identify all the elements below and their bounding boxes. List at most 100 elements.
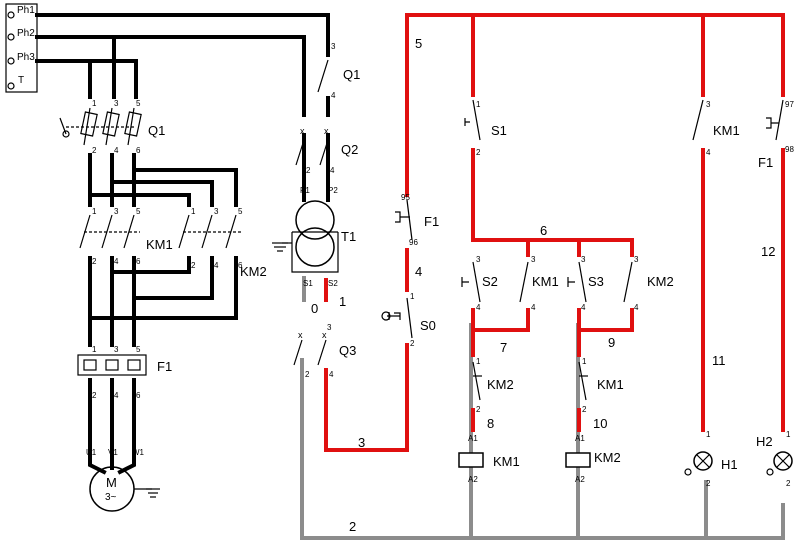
q1-pin-2: 2 [92, 146, 97, 155]
s3-label: S3 [588, 274, 604, 289]
km2-coil: A1 A2 KM2 [565, 434, 621, 484]
km2-coil-a1: A1 [575, 434, 585, 443]
control-switch-q1: 3 4 Q1 [317, 42, 360, 100]
motor: U1 V1 W1 M 3~ [86, 448, 160, 512]
km1-pin-1: 1 [92, 207, 97, 216]
q1c-pin-4: 4 [331, 91, 336, 100]
km1-pin-2: 2 [92, 257, 97, 266]
h1-pin-1: 1 [706, 430, 711, 439]
control-q3-label: Q3 [339, 343, 356, 358]
km2-holding-label: KM2 [647, 274, 674, 289]
terminal-w1: W1 [132, 448, 145, 457]
q1c-pin-3: 3 [331, 42, 336, 51]
km2-pin-1: 1 [191, 207, 196, 216]
svg-text:x: x [300, 126, 305, 136]
km2-pin-3: 3 [214, 207, 219, 216]
km2i-pin-1: 1 [476, 357, 481, 366]
svg-text:x: x [298, 330, 303, 340]
s0-pin-1: 1 [410, 292, 415, 301]
km2-pin-6: 6 [238, 261, 243, 270]
km1-coil-a1: A1 [468, 434, 478, 443]
km1-power-contacts: 1 3 5 2 4 6 KM1 [79, 207, 173, 266]
s0-stop-button: 1 2 S0 [381, 292, 436, 422]
km2-power-label: KM2 [240, 264, 267, 279]
t1-p1: P1 [300, 186, 310, 195]
q2-pin-2: 2 [306, 166, 311, 175]
s3-button: 3 4 S3 [567, 255, 604, 312]
ph1-label: Ph1 [17, 5, 35, 16]
km2-interlock-contact: 1 2 KM2 [472, 357, 514, 414]
s3-pin-3: 3 [581, 255, 586, 264]
q3-pin-4: 4 [329, 370, 334, 379]
lamp-h2: 1 2 H2 [756, 430, 793, 488]
supply-terminal-block: Ph1 Ph2 Ph3 T [5, 3, 38, 93]
wire-number-10: 10 [593, 416, 607, 431]
f1-control-contact: 95 96 F1 [395, 193, 439, 247]
km1-pin-3: 3 [114, 207, 119, 216]
km1-interlock-contact: 1 2 KM1 [578, 357, 624, 414]
km1-holding-label: KM1 [532, 274, 559, 289]
f1-pin-2: 2 [92, 391, 97, 400]
s2-pin-3: 3 [476, 255, 481, 264]
km2-interlock-label: KM2 [487, 377, 514, 392]
svg-text:x: x [324, 126, 329, 136]
s3-pin-4: 4 [581, 303, 586, 312]
s2-button: 3 4 S2 [461, 255, 498, 312]
km1l-pin-3: 3 [706, 100, 711, 109]
km2-pin-2: 2 [191, 261, 196, 270]
s2-label: S2 [482, 274, 498, 289]
q3-pin-3: 3 [327, 323, 332, 332]
wire-number-5: 5 [415, 36, 422, 51]
f1-pin-6: 6 [136, 391, 141, 400]
terminal-u1: U1 [86, 448, 97, 457]
control-switch-q3: x x 3 2 4 Q3 [293, 323, 356, 379]
wire-number-6: 6 [540, 223, 547, 238]
km1-lamp-contact-label: KM1 [713, 123, 740, 138]
s1-button: 1 2 S1 [464, 99, 507, 157]
f1-pin-1: 1 [92, 345, 97, 354]
h1-label: H1 [721, 457, 738, 472]
q1-pin-4: 4 [114, 146, 119, 155]
wire-number-3: 3 [358, 435, 365, 450]
f1-pin-5: 5 [136, 345, 141, 354]
f1-pin-3: 3 [114, 345, 119, 354]
s1-label: S1 [491, 123, 507, 138]
wire-number-11: 11 [712, 353, 726, 368]
wire-number-0: 0 [311, 301, 318, 316]
main-switch-q1: 1 3 5 2 4 6 Q1 [59, 99, 165, 155]
lamp-h1: 1 2 H1 [684, 430, 738, 488]
h2-pin-1: 1 [786, 430, 791, 439]
control-supply-wiring [300, 38, 785, 540]
km1-pin-5: 5 [136, 207, 141, 216]
wire-number-1: 1 [339, 294, 346, 309]
q2-pin-4: 4 [330, 166, 335, 175]
wire-number-4: 4 [415, 264, 422, 279]
km2h-pin-3: 3 [634, 255, 639, 264]
km1-pin-6: 6 [136, 257, 141, 266]
q1-pin-1: 1 [92, 99, 97, 108]
km1l-pin-4: 4 [706, 148, 711, 157]
transformer-label: T1 [341, 229, 356, 244]
f1s-pin-97: 97 [785, 100, 794, 109]
wire-numbers: 0 1 2 3 4 5 6 7 8 9 10 11 12 [311, 36, 775, 534]
km1i-pin-2: 2 [582, 405, 587, 414]
control-wiring [405, 13, 785, 432]
control-q1-label: Q1 [343, 67, 360, 82]
f1-power-label: F1 [157, 359, 172, 374]
f1c-pin-95: 95 [401, 193, 410, 202]
s1-pin-2: 2 [476, 148, 481, 157]
wire-number-2: 2 [349, 519, 356, 534]
control-q2-label: Q2 [341, 142, 358, 157]
q1-pin-6: 6 [136, 146, 141, 155]
km1-coil-a2: A2 [468, 475, 478, 484]
power-wiring [35, 13, 330, 475]
km1-coil-label: KM1 [493, 454, 520, 469]
km2-coil-label: KM2 [594, 450, 621, 465]
f1-signal-contact: 97 98 F1 [758, 99, 794, 170]
q3-pin-2: 2 [305, 370, 310, 379]
svg-text:x: x [322, 330, 327, 340]
f1-signal-label: F1 [758, 155, 773, 170]
ph2-label: Ph2 [17, 28, 35, 39]
km2h-pin-4: 4 [634, 303, 639, 312]
